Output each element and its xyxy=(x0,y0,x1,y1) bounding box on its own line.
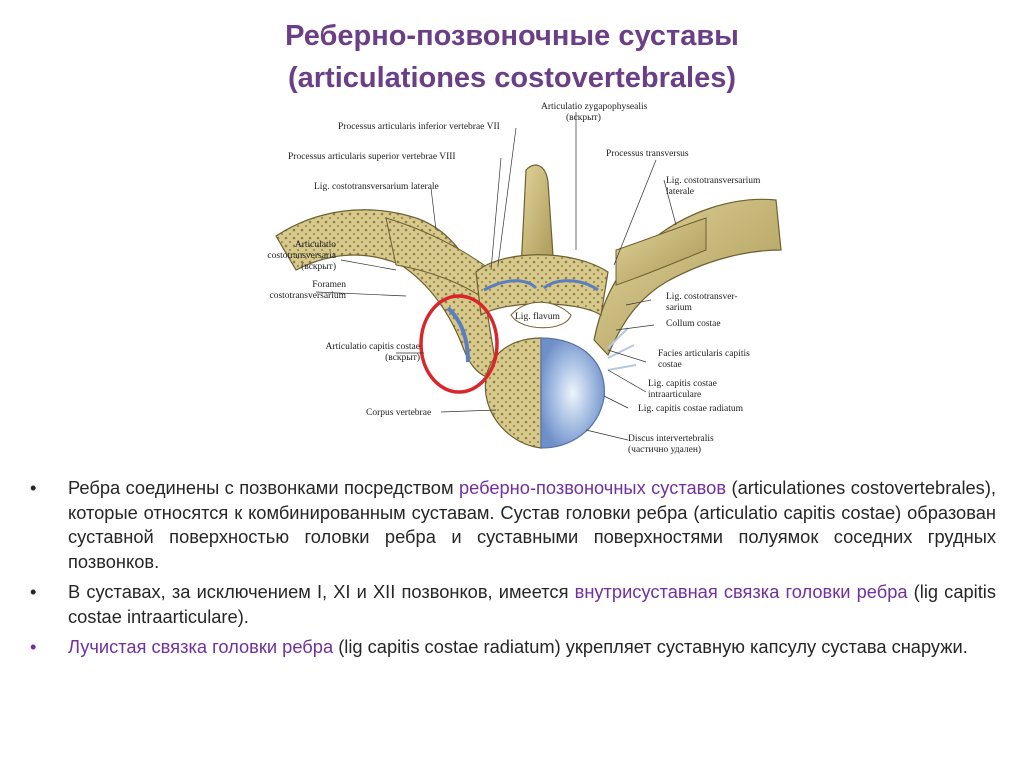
bullet-text-part: Ребра соединены с позвонками посредством xyxy=(68,477,459,498)
bullet-list: • Ребра соединены с позвонками посредств… xyxy=(30,476,996,660)
bullet-text: Лучистая связка головки ребра (lig capit… xyxy=(68,635,996,660)
label-zygapophysealis-note: (вскрыт) xyxy=(566,113,601,123)
label-articulatio-costotransversaria-2: costotransversaria xyxy=(267,251,336,261)
label-foramen-2: costotransversarium xyxy=(269,291,346,301)
label-articulatio-capitis-costae: Articulatio capitis costae xyxy=(325,342,420,352)
bullet-marker: • xyxy=(30,636,37,657)
bullet-marker: • xyxy=(30,581,37,602)
label-articulatio-costotransversaria-1: Articulatio xyxy=(294,240,336,250)
bullet-marker: • xyxy=(30,477,37,498)
bullet-text-part: (lig capitis costae radiatum) укрепляет … xyxy=(333,636,968,657)
bullet-item-1: • Ребра соединены с позвонками посредств… xyxy=(30,476,996,574)
label-capitis-costae-note: (вскрыт) xyxy=(385,353,420,363)
label-lig-flavum: Lig. flavum xyxy=(515,312,560,322)
vertebra-drawing xyxy=(275,112,782,449)
label-articulatio-zygapophysealis: Articulatio zygapophysealis xyxy=(541,102,648,112)
label-lig-costotransversarium-laterale-left: Lig. costotransversarium laterale xyxy=(314,182,439,192)
label-lig-costotransversarium-1: Lig. costotransver- xyxy=(666,292,738,302)
label-lig-costotransversarium-right-1: Lig. costotransversarium xyxy=(666,176,761,186)
label-collum-costae: Collum costae xyxy=(666,319,721,329)
label-lig-intraarticulare-1: Lig. capitis costae xyxy=(648,379,717,389)
label-processus-inferior: Processus articularis inferior vertebrae… xyxy=(338,122,500,132)
label-lig-intraarticulare-2: intraarticulare xyxy=(648,390,702,400)
label-discus-intervertebralis: Discus intervertebralis xyxy=(628,434,714,444)
highlighted-term: реберно-позвоночных суставов xyxy=(458,477,727,498)
label-lig-costotransversarium-2: sarium xyxy=(666,303,692,313)
bullet-text-part: (lig capitis costae intraarticulare). xyxy=(68,581,996,627)
slide-title-line-1: Реберно-позвоночные суставы xyxy=(285,20,739,52)
highlighted-term: Лучистая связка головки ребра xyxy=(68,636,334,657)
bullet-text-part: В суставах, за исключением I, XI и XII п… xyxy=(68,581,575,602)
bullet-text-part: (articulationes costovertebrales), котор… xyxy=(68,477,996,572)
bullet-text: Ребра соединены с позвонками посредством… xyxy=(68,476,996,574)
label-facies-articularis-2: costae xyxy=(658,360,682,370)
vertebra-illustration: Articulatio zygapophysealis (вскрыт) Pro… xyxy=(236,100,792,462)
label-processus-superior: Processus articularis superior vertebrae… xyxy=(288,152,456,162)
highlighted-term: внутрисуставная связка головки ребра xyxy=(574,581,908,602)
label-costotransversaria-note: (вскрыт) xyxy=(301,262,336,272)
label-facies-articularis-1: Facies articularis capitis xyxy=(658,349,750,359)
label-lig-radiatum: Lig. capitis costae radiatum xyxy=(638,404,743,414)
slide-title-line-2: (articulationes costovertebrales) xyxy=(287,62,737,94)
label-processus-transversus: Processus transversus xyxy=(606,149,689,159)
label-lig-costotransversarium-right-2: laterale xyxy=(666,187,694,197)
label-corpus-vertebrae: Corpus vertebrae xyxy=(366,408,432,418)
bullet-item-3: • Лучистая связка головки ребра (lig cap… xyxy=(30,635,996,660)
bullet-text: В суставах, за исключением I, XI и XII п… xyxy=(68,580,996,629)
highlight-circle xyxy=(419,294,499,394)
label-foramen-1: Foramen xyxy=(312,280,346,290)
bullet-item-2: • В суставах, за исключением I, XI и XII… xyxy=(30,580,996,629)
label-discus-note: (частично удален) xyxy=(628,445,702,455)
